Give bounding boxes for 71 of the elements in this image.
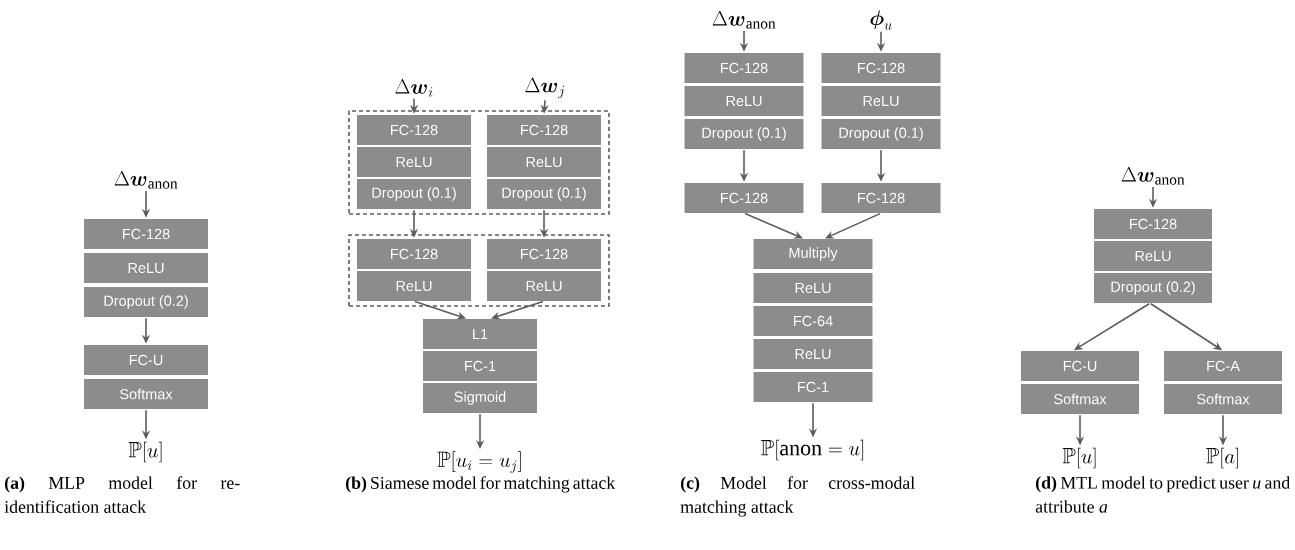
node-label: ReLU [1135, 250, 1171, 262]
layer-box: Multiply [753, 239, 873, 269]
dashed-group-box [348, 110, 610, 215]
caption: (d) MTL model to predict user u and attribute a [1035, 476, 1290, 513]
layer-box: ReLU [357, 271, 471, 301]
node-label: Dropout (0.2) [1111, 281, 1195, 295]
layer-box: Softmax [1021, 384, 1139, 414]
math-label: $\Delta\boldsymbol{w}_{\text{anon}}$ [114, 170, 178, 189]
layer-box: Dropout (0.1) [487, 179, 601, 209]
node-label: ReLU [526, 280, 562, 292]
layer-box: FC-A [1164, 351, 1282, 381]
caption: (b) Siamese model for matching attack [346, 476, 616, 493]
layer-box: ReLU [357, 147, 471, 177]
layer-box: FC-128 [821, 53, 941, 83]
node-label: FC-128 [521, 124, 568, 136]
caption: (c) Model for cross-modal matching attack [680, 476, 915, 517]
layer-box: FC-1 [753, 372, 873, 402]
node-label: ReLU [526, 156, 562, 168]
layer-box: FC-128 [357, 239, 471, 269]
node-label: ReLU [396, 280, 432, 292]
math-label: $\mathbb{P}[u]$ [128, 441, 162, 463]
node-label: ReLU [396, 156, 432, 168]
layer-box: FC-128 [357, 115, 471, 145]
layer-box: ReLU [1094, 241, 1212, 271]
layer-box: Dropout (0.1) [684, 119, 804, 149]
layer-box: ReLU [684, 86, 804, 116]
layer-box: Dropout (0.2) [1094, 273, 1212, 303]
layer-box: ReLU [753, 339, 873, 369]
caption: (a) MLP model for re-identification attack [4, 476, 240, 513]
node-label: L1 [473, 329, 488, 339]
layer-box: Sigmoid [423, 383, 537, 413]
layer-box: FC-U [84, 345, 208, 375]
math-label: $\boldsymbol{\phi}_u$ [870, 10, 892, 30]
node-label: FC-128 [391, 248, 438, 260]
node-label: Dropout (0.1) [502, 187, 586, 201]
layer-box: ReLU [487, 147, 601, 177]
layer-box: FC-U [1021, 351, 1139, 381]
node-label: FC-128 [1130, 218, 1177, 230]
math-label: $\mathbb{P}[u]$ [1062, 447, 1096, 469]
node-label: FC-128 [391, 124, 438, 136]
math-label: $\Delta\boldsymbol{w}_j$ [525, 77, 564, 99]
layer-box: ReLU [821, 86, 941, 116]
layer-box: ReLU [84, 253, 208, 283]
node-label: FC-1 [465, 360, 496, 372]
layer-box: ReLU [487, 271, 601, 301]
node-label: Sigmoid [454, 391, 506, 405]
dashed-group-box [348, 234, 610, 307]
node-label: FC-128 [521, 248, 568, 260]
layer-box: FC-128 [487, 115, 601, 145]
layer-box: FC-128 [684, 53, 804, 83]
layer-box: FC-128 [821, 183, 941, 213]
layer-box: L1 [423, 319, 537, 349]
layer-box: FC-128 [84, 219, 208, 249]
layer-box: Softmax [84, 379, 208, 409]
layer-box: ReLU [753, 273, 873, 303]
layer-box: FC-128 [1094, 209, 1212, 239]
math-label: $\mathbb{P}[a]$ [1206, 447, 1239, 469]
layer-box: Dropout (0.1) [821, 119, 941, 149]
layer-box: Dropout (0.1) [357, 179, 471, 209]
math-label: $\Delta\boldsymbol{w}_{\text{anon}}$ [712, 10, 776, 29]
layer-box: FC-1 [423, 351, 537, 381]
math-label: $\mathbb{P}[\text{anon} = u]$ [761, 439, 864, 461]
layer-box: Softmax [1164, 384, 1282, 414]
layer-box: FC-128 [487, 239, 601, 269]
node-label: Dropout (0.1) [372, 187, 456, 201]
math-label: $\Delta\boldsymbol{w}_{\text{anon}}$ [1121, 166, 1185, 185]
math-label: $\Delta\boldsymbol{w}_i$ [395, 78, 433, 97]
math-label: $\mathbb{P}[u_i = u_j]$ [437, 451, 521, 473]
layer-box: FC-64 [753, 306, 873, 336]
layer-box: Dropout (0.2) [84, 287, 208, 317]
layer-box: FC-128 [684, 183, 804, 213]
